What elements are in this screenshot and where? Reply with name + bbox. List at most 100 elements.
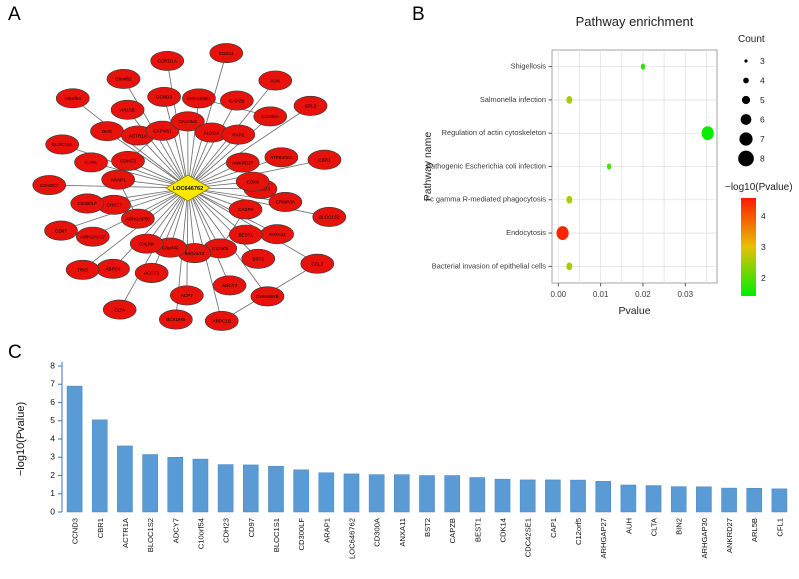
bar[interactable] <box>268 465 284 513</box>
network-node[interactable]: CASP4 <box>228 199 263 220</box>
network-node[interactable]: C6orf62 <box>106 68 141 89</box>
network-node[interactable]: BEST1 <box>228 224 263 245</box>
network-node[interactable]: ARPC1B <box>204 311 239 331</box>
network-node[interactable]: ARHGAP27 <box>75 226 110 247</box>
bar-item[interactable]: CAP1 <box>545 479 561 538</box>
network-node[interactable]: CCND3 <box>147 86 181 107</box>
bubble-point[interactable] <box>566 96 573 104</box>
network-node[interactable]: ACP7 <box>169 285 204 306</box>
bar[interactable] <box>595 481 612 513</box>
network-node[interactable]: CALM4 <box>129 233 164 254</box>
bar[interactable] <box>343 473 360 513</box>
network-node[interactable]: CD300A <box>253 106 288 127</box>
bar[interactable] <box>242 464 259 513</box>
bar[interactable] <box>192 458 209 513</box>
bar-item[interactable]: BIN2 <box>670 486 687 535</box>
bar[interactable] <box>91 419 108 513</box>
bar-item[interactable]: ARL5B <box>746 488 763 542</box>
network-node[interactable]: ATP6V0A1 <box>264 147 299 168</box>
network-node[interactable]: TRIO <box>65 259 100 280</box>
bar[interactable] <box>419 475 435 513</box>
bar-item[interactable]: CD300LF <box>293 469 309 551</box>
bar-item[interactable]: LOC646762 <box>343 473 360 559</box>
bar-item[interactable]: CDH23 <box>217 464 234 543</box>
network-node[interactable]: ACOT1 <box>134 263 169 283</box>
bar-item[interactable]: CBR1 <box>91 419 108 538</box>
network-node[interactable]: C9orf94 <box>55 88 90 109</box>
bar[interactable] <box>142 454 158 513</box>
bar[interactable] <box>696 486 712 513</box>
bar-item[interactable]: ARAP1 <box>318 472 335 543</box>
network-node[interactable]: CCL3 <box>300 253 335 274</box>
bubble-point[interactable] <box>556 226 569 241</box>
bar-item[interactable]: BEST1 <box>469 477 486 543</box>
network-node[interactable]: ARHGAP30 <box>120 208 155 229</box>
network-node[interactable]: BST2 <box>241 248 276 269</box>
network-node[interactable]: CDC42SE1 <box>182 88 216 109</box>
bubble-point[interactable] <box>566 262 573 271</box>
network-node[interactable]: ADCY7 <box>212 275 247 296</box>
bubble-point[interactable] <box>566 195 573 204</box>
bar[interactable] <box>545 479 561 513</box>
bubble-point[interactable] <box>640 63 646 70</box>
bar[interactable] <box>620 484 637 513</box>
network-node[interactable]: CLTA <box>102 299 137 320</box>
bar[interactable] <box>66 385 83 513</box>
bar-item[interactable]: ANKRD27 <box>721 487 737 553</box>
network-node[interactable]: CAP1 <box>74 152 108 173</box>
bar[interactable] <box>368 474 385 513</box>
network-node[interactable]: CDADC1 <box>32 175 67 196</box>
bar-item[interactable]: ADCY7 <box>167 457 184 543</box>
bar[interactable] <box>519 479 536 513</box>
bar-item[interactable]: ARHGAP27 <box>595 481 612 559</box>
network-node[interactable]: BLOC1S1 <box>45 134 80 155</box>
network-node[interactable]: CD300LF <box>70 193 105 214</box>
network-node[interactable]: ANXA11 <box>260 224 294 245</box>
network-node[interactable]: DHG <box>90 121 124 142</box>
bar[interactable] <box>217 464 234 513</box>
network-node[interactable]: CDK14 <box>209 43 244 64</box>
network-node[interactable]: CAPZB <box>219 90 254 111</box>
bar[interactable] <box>721 487 737 513</box>
bar[interactable] <box>771 488 788 513</box>
network-node[interactable]: ANKRD27 <box>225 152 260 173</box>
bar[interactable] <box>494 478 511 513</box>
network-node[interactable]: CAPNS1 <box>145 120 180 141</box>
network-node[interactable]: ABPC4 <box>96 258 130 279</box>
bar[interactable] <box>645 485 662 513</box>
bar[interactable] <box>670 486 687 513</box>
bar-item[interactable]: CDC42SE1 <box>519 479 536 557</box>
network-node[interactable]: ARL5B <box>110 99 145 120</box>
bar-item[interactable]: ARHGAP30 <box>696 486 712 559</box>
bar[interactable] <box>394 474 410 513</box>
network-node[interactable]: BLOC1S2 <box>312 207 347 227</box>
bar-item[interactable]: BLOC1S1 <box>268 465 284 552</box>
network-node[interactable]: ARAP1 <box>101 169 136 190</box>
bubble-point[interactable] <box>606 163 612 170</box>
bubble-point[interactable] <box>701 126 714 141</box>
bar-item[interactable]: CCND3 <box>66 385 83 544</box>
bar-item[interactable]: CDK14 <box>494 478 511 542</box>
network-node[interactable]: RAP2 <box>221 124 256 145</box>
bar-item[interactable]: ACTR1A <box>117 445 133 548</box>
bar-item[interactable]: BLOC1S2 <box>142 454 158 553</box>
bar-item[interactable]: CD300A <box>368 474 385 547</box>
network-node[interactable]: CDHC3 <box>111 150 145 171</box>
bar-item[interactable]: CLTA <box>645 485 662 537</box>
network-node[interactable]: CD97 <box>44 220 78 241</box>
bar[interactable] <box>167 457 184 513</box>
bar[interactable] <box>117 445 133 513</box>
network-node[interactable]: AUH <box>258 70 293 91</box>
network-node[interactable]: CHSUBNB <box>250 286 285 307</box>
bar[interactable] <box>293 469 309 513</box>
bar[interactable] <box>746 488 763 513</box>
bar-item[interactable]: C10orf54 <box>192 458 209 549</box>
bar[interactable] <box>469 477 486 513</box>
bar-item[interactable]: ANXA11 <box>394 474 410 547</box>
network-hub-node[interactable]: LOC646762 <box>165 174 211 202</box>
bar-item[interactable]: C12orf5 <box>570 479 586 545</box>
bar-item[interactable]: CAPZB <box>444 475 460 544</box>
bar[interactable] <box>444 475 460 513</box>
network-node[interactable]: CDK6 <box>235 171 270 192</box>
bar[interactable] <box>318 472 335 513</box>
